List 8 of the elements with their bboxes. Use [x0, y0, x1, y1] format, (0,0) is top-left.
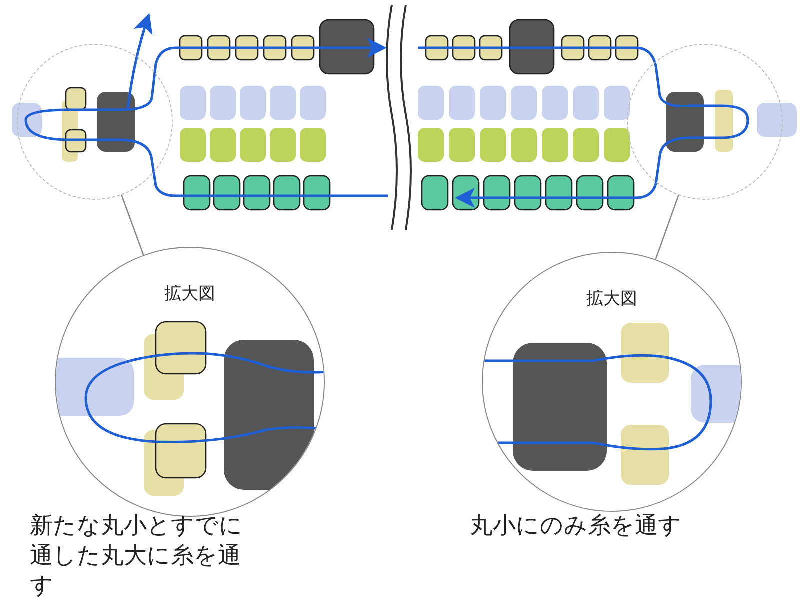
caption-text: 新たな丸小とすでに通した丸大に糸を通す	[30, 512, 244, 600]
leader-line	[655, 195, 680, 260]
view-heading: 拡大図	[586, 288, 638, 310]
leader-line	[121, 195, 144, 256]
caption-text: 丸小にのみ糸を通す	[470, 512, 683, 541]
view-heading: 拡大図	[164, 283, 216, 305]
magnifier-circle	[17, 44, 173, 200]
magnifier-circle	[627, 44, 783, 200]
